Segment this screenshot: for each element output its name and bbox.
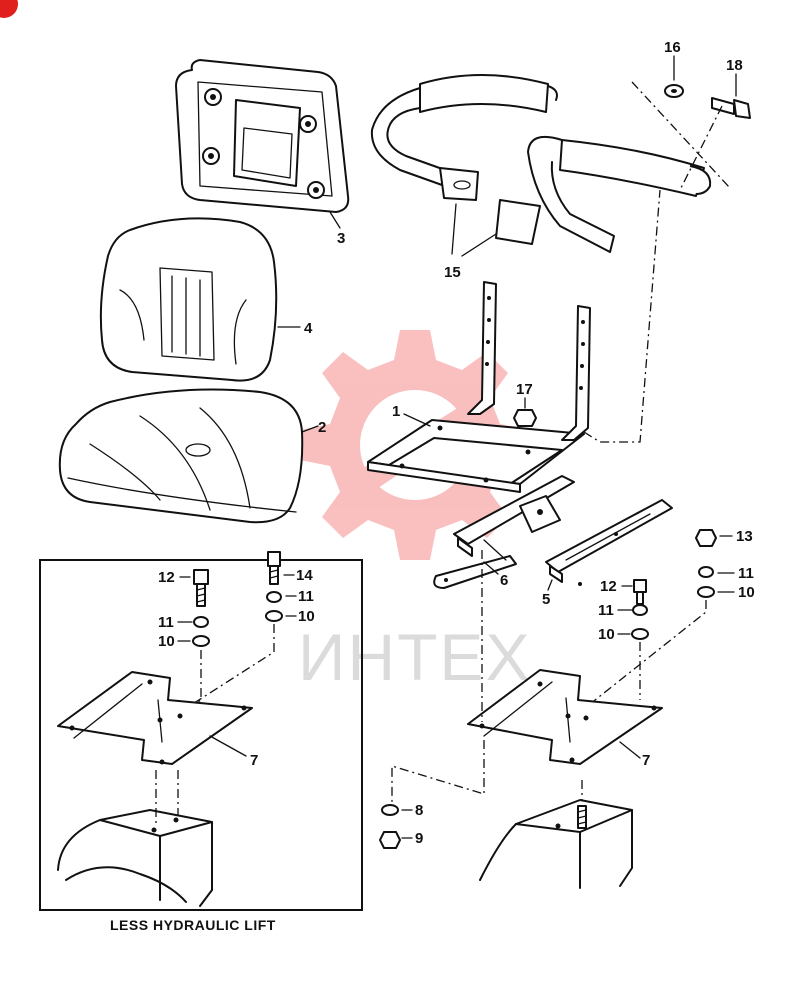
callout-18: 18 [726, 57, 743, 74]
seat-pedestal-right [479, 799, 633, 889]
seat-belt [370, 74, 712, 253]
callout-1: 1 [392, 403, 400, 420]
callout-10-center: 10 [598, 626, 615, 643]
callout-11-inset-left: 11 [158, 614, 174, 631]
callout-7-inset: 7 [250, 752, 258, 769]
callout-11-inset-right: 11 [298, 588, 314, 605]
washer-10-inset-right [265, 610, 283, 622]
seat-cushion [58, 388, 304, 524]
seat-frame [367, 281, 591, 493]
callout-15: 15 [444, 264, 461, 281]
seat-slide-rail-6 [433, 475, 575, 589]
lock-washer-11-inset-right [266, 591, 282, 603]
mounting-bracket-right [467, 669, 663, 765]
callout-3: 3 [337, 230, 345, 247]
watermark-text: ИНТЕХ [298, 620, 531, 694]
callout-11-right: 11 [738, 565, 754, 582]
mounting-bracket-inset [57, 671, 253, 765]
washer-10-center [631, 628, 649, 640]
callout-17: 17 [516, 381, 533, 398]
callout-16: 16 [664, 39, 681, 56]
bolt-14 [267, 551, 281, 585]
back-cushion [99, 217, 278, 382]
callout-9: 9 [415, 830, 423, 847]
corner-mark [0, 0, 18, 18]
callout-5: 5 [542, 591, 550, 608]
bolt-12-inset [193, 569, 209, 607]
inset-frame [39, 559, 363, 911]
back-rest-plate [175, 59, 350, 213]
washer-10-inset-left [192, 635, 210, 647]
callout-10-inset-left: 10 [158, 633, 175, 650]
lock-washer-11-right [698, 566, 714, 578]
callout-14: 14 [296, 567, 313, 584]
callout-10-inset-right: 10 [298, 608, 315, 625]
lock-washer-11-inset-left [193, 616, 209, 628]
bolt-18 [711, 97, 751, 119]
washer-8 [381, 804, 399, 816]
nut-9 [379, 831, 401, 849]
nut-17 [513, 409, 537, 427]
callout-12-center: 12 [600, 578, 617, 595]
callout-11-center: 11 [598, 602, 614, 619]
seat-pedestal-inset [57, 809, 213, 907]
callout-12-inset: 12 [158, 569, 175, 586]
bolt-12-center [633, 579, 647, 605]
nut-13 [695, 529, 717, 547]
callout-7-right: 7 [642, 752, 650, 769]
seat-slide-rail-5 [545, 499, 673, 586]
callout-8: 8 [415, 802, 423, 819]
lock-washer-11-center [632, 604, 648, 616]
callout-4: 4 [304, 320, 313, 337]
callout-10-right: 10 [738, 584, 755, 601]
washer-10-right [697, 586, 715, 598]
callout-6: 6 [500, 572, 508, 589]
callout-2: 2 [318, 419, 326, 436]
inset-caption: LESS HYDRAULIC LIFT [110, 917, 276, 933]
washer-16 [664, 84, 684, 98]
callout-13: 13 [736, 528, 753, 545]
